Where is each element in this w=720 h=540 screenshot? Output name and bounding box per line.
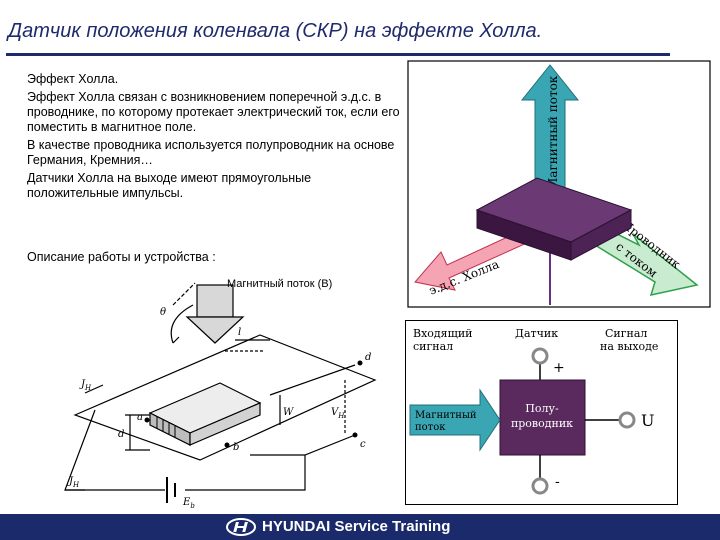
- terminal-output-icon: [618, 411, 636, 429]
- wire-bottom: [185, 455, 306, 491]
- flux-arrow-body: [196, 284, 234, 318]
- jh-top-label: JH: [79, 379, 92, 392]
- hyundai-logo-icon: [226, 518, 256, 536]
- input-label-2: сигнал: [413, 340, 453, 353]
- vh-label: VH: [331, 407, 345, 420]
- semi-label-2: проводник: [511, 417, 573, 430]
- output-label-2: на выходе: [600, 340, 658, 353]
- plane-outline: [73, 334, 377, 461]
- semi-label-1: Полу-: [525, 402, 559, 415]
- d-label: d: [365, 352, 371, 363]
- flux-label-2: поток: [415, 422, 446, 433]
- theta-arc: [170, 304, 194, 344]
- block-frame: [405, 320, 678, 505]
- current-arrow: [587, 218, 699, 297]
- hall-block-diagram: Входящий сигнал Датчик Сигнал на выходе …: [405, 320, 678, 505]
- diagram-frame: [407, 60, 711, 308]
- footer-bar: HYUNDAI Service Training: [0, 514, 720, 540]
- output-label-1: Сигнал: [605, 327, 647, 340]
- d-dim-label: d: [118, 429, 124, 440]
- b-label: b: [233, 442, 239, 453]
- jh-bottom-label: JH: [67, 476, 80, 489]
- eb-label: Eb: [182, 497, 195, 510]
- u-label: U: [641, 411, 654, 430]
- semiconductor-block: [499, 379, 586, 456]
- w-label: W: [283, 407, 294, 418]
- section-subheading: Описание работы и устройства :: [27, 250, 216, 264]
- a-label: a: [137, 412, 143, 423]
- title-underline: [6, 53, 670, 56]
- terminal-a: [144, 417, 150, 423]
- flux-label-1: Магнитный: [415, 410, 477, 421]
- minus-sign: -: [555, 474, 560, 490]
- flux-up-arrow: [520, 64, 580, 201]
- semiconductor-slab-side: [570, 209, 632, 261]
- terminal-plus-icon: [531, 347, 549, 365]
- terminal-d: [357, 360, 363, 366]
- terminal-c: [352, 432, 358, 438]
- footer-brand-text: HYUNDAI Service Training: [262, 518, 451, 535]
- intro-heading: Эффект Холла.: [27, 72, 119, 86]
- terminal-minus-icon: [531, 477, 549, 495]
- c-label: c: [360, 439, 366, 450]
- intro-paragraph-2: В качестве проводника используется полуп…: [27, 138, 395, 167]
- terminal-b: [224, 442, 230, 448]
- intro-text: Эффект Холла. Эффект Холла связан с возн…: [27, 72, 402, 204]
- theta-label: θ: [160, 307, 166, 318]
- wire-right-c: [250, 434, 356, 456]
- hall-effect-3d-diagram: Магнитный поток э.д.с. Холла Проводник с…: [407, 60, 711, 308]
- input-label-1: Входящий: [413, 327, 473, 340]
- sensor-label: Датчик: [515, 327, 558, 340]
- l-label: l: [238, 327, 241, 338]
- hall-sensor-schematic: θ l d a b c W d VH JH JH Eb Магнитный по…: [64, 278, 377, 510]
- plus-sign: +: [553, 360, 565, 376]
- wire-right-d: [269, 364, 356, 396]
- flux-up-label: Магнитный поток: [546, 75, 560, 190]
- intro-paragraph-3: Датчики Холла на выходе имеют прямоуголь…: [27, 171, 312, 200]
- flux-label: Магнитный поток (B): [227, 278, 332, 290]
- flux-arrow-head: [185, 316, 245, 344]
- intro-paragraph-1: Эффект Холла связан с возникновением поп…: [27, 90, 400, 134]
- page-title: Датчик положения коленвала (СКР) на эффе…: [8, 20, 543, 42]
- emf-arrow: [414, 227, 530, 291]
- flux-input-arrow: [409, 388, 501, 452]
